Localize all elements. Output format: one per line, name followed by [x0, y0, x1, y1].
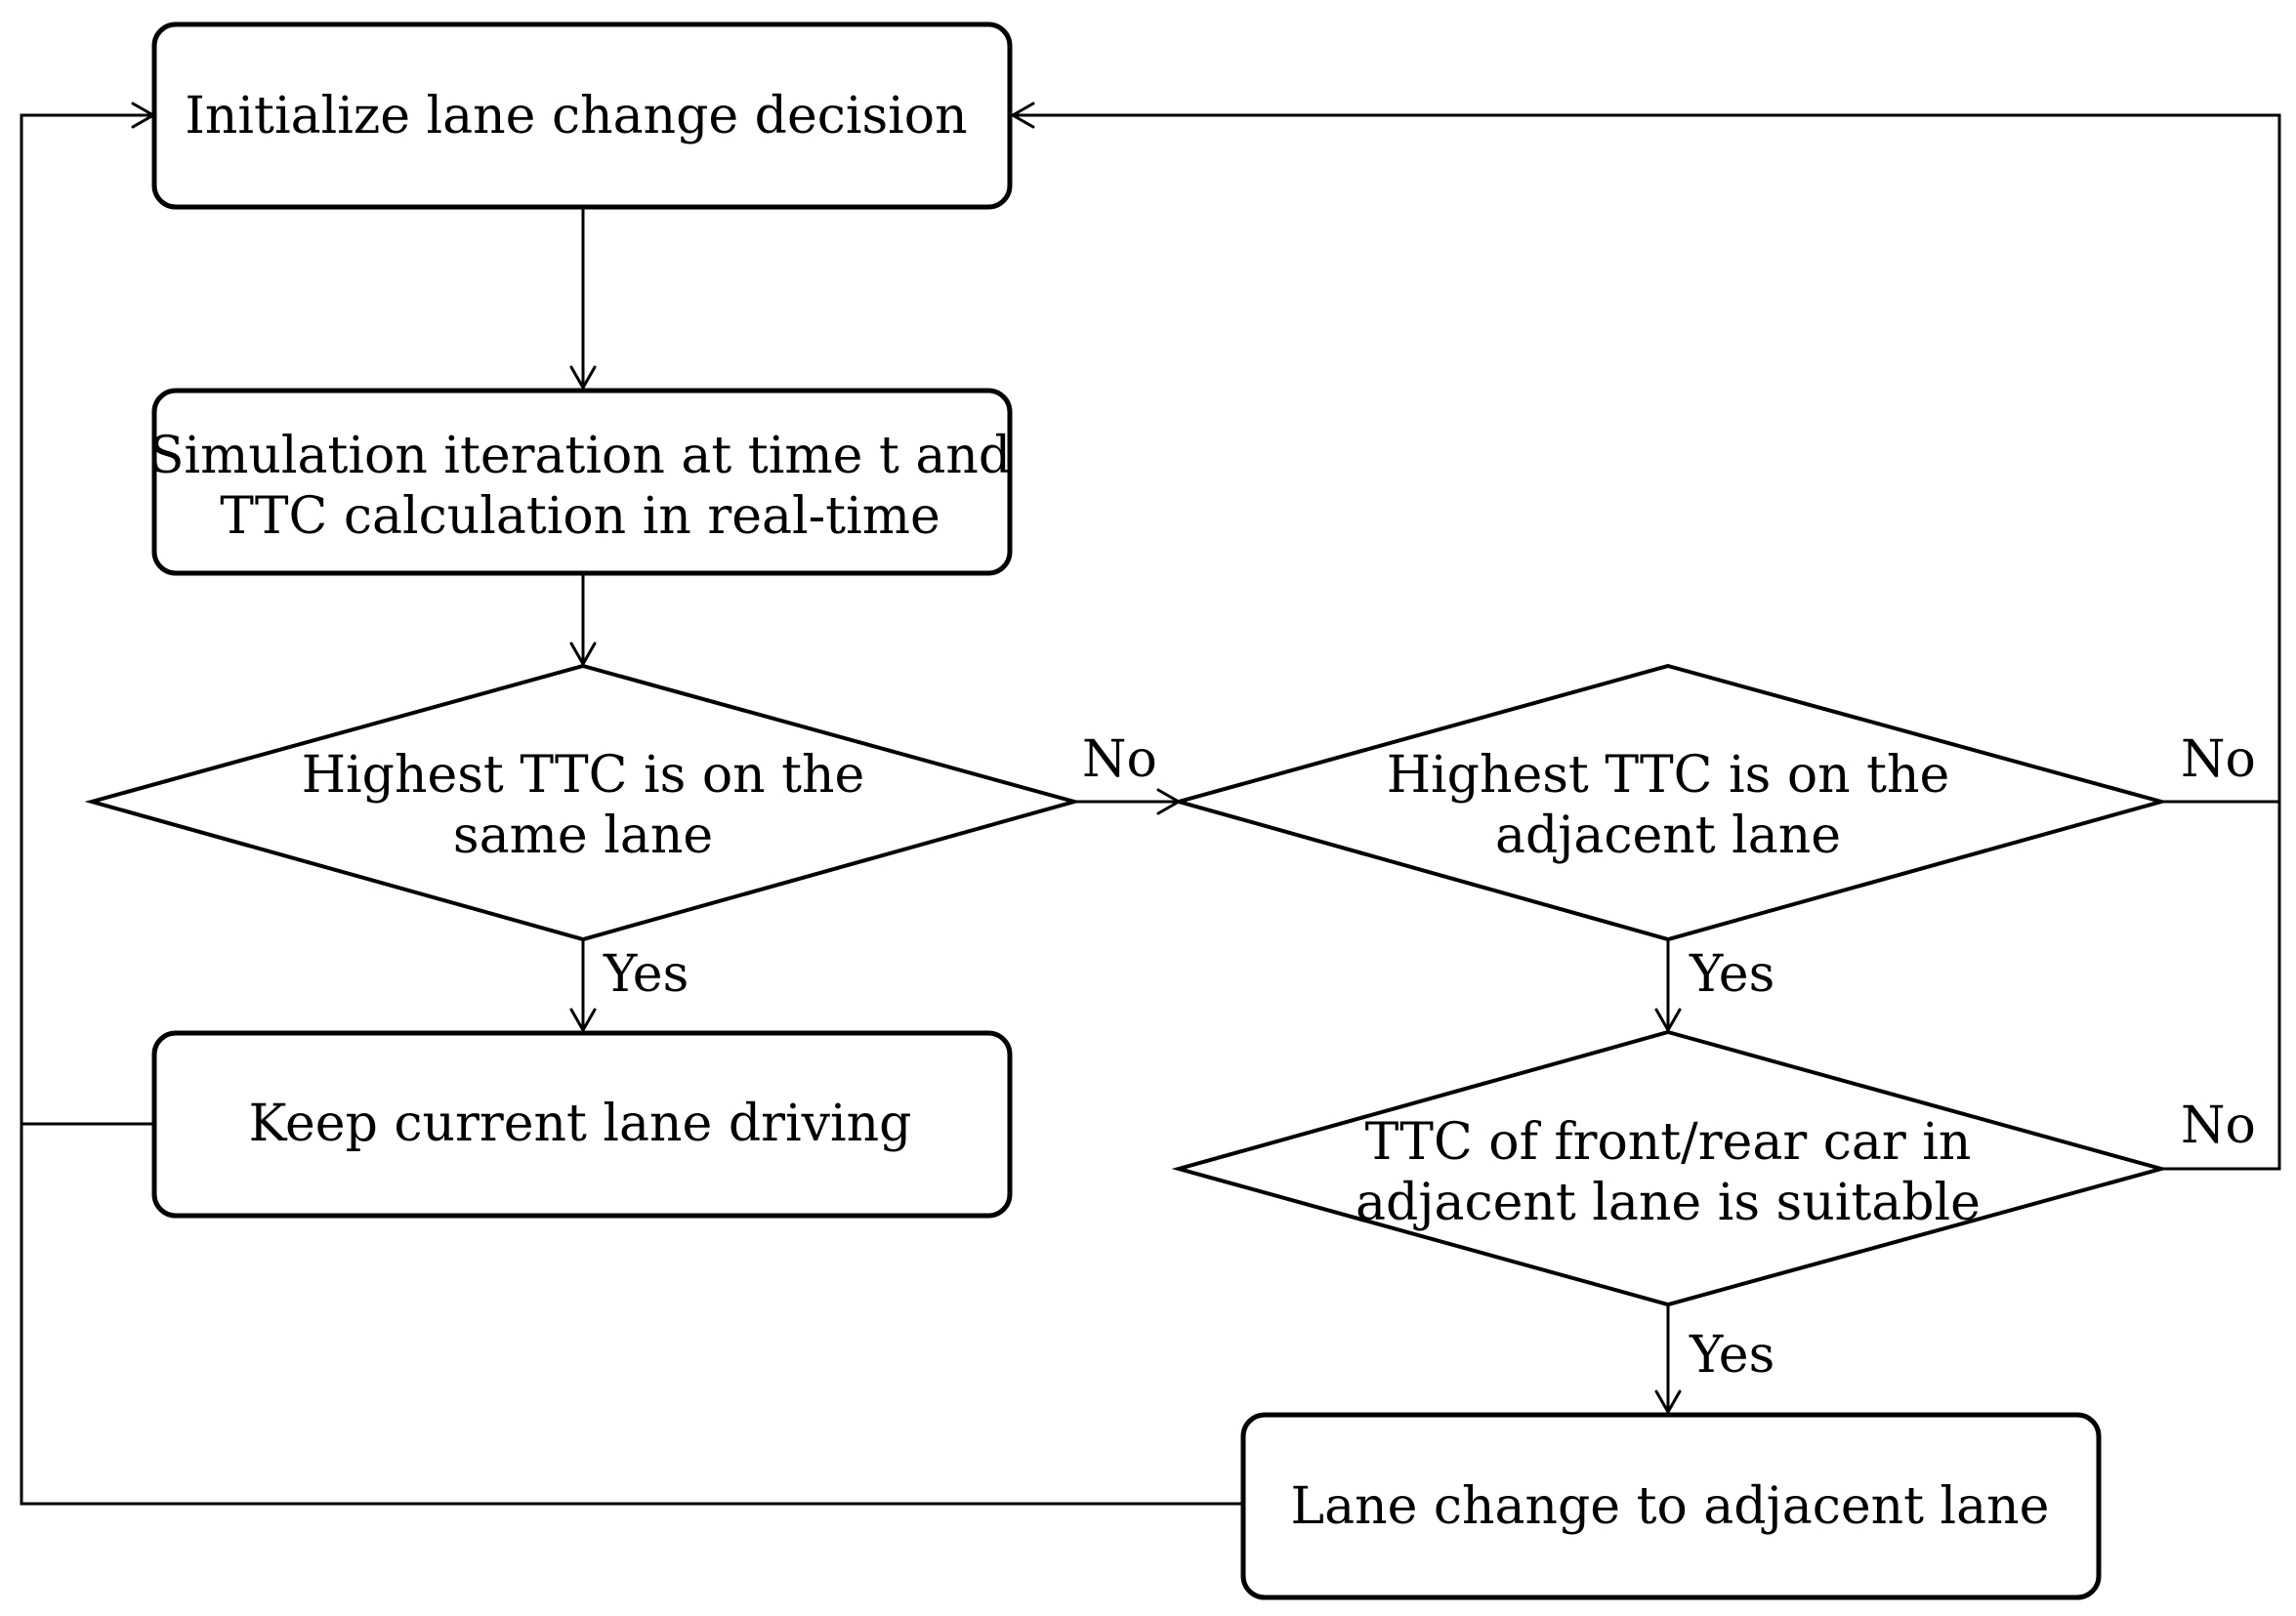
edge-keep-lane-loop — [20, 113, 153, 1126]
node-keep-lane: Keep current lane driving — [151, 1030, 1013, 1219]
ttc-suitable-no-label: No — [2181, 1097, 2256, 1155]
keep-lane-label: Keep current lane driving — [249, 1095, 912, 1153]
node-adjacent-lane-decision: Highest TTC is on the adjacent lane — [1171, 663, 2169, 942]
edge-lane-change-loop — [20, 1124, 1242, 1506]
arrowhead-return-to-init-right — [1011, 102, 1035, 129]
same-lane-label-line1: Highest TTC is on the — [302, 746, 865, 805]
init-box — [151, 21, 1013, 210]
adjacent-lane-label-line2: adjacent lane — [1495, 807, 1841, 865]
edge-adjacent-no-loop — [1013, 113, 2281, 804]
edge-labels: No Yes No Yes No Yes — [603, 730, 2256, 1385]
simulation-label-line1: Simulation iteration at time t and — [149, 427, 1011, 485]
init-label: Initialize lane change decision — [185, 87, 967, 145]
connectors — [20, 102, 2281, 1506]
ttc-suitable-label-line1: TTC of front/rear car in — [1365, 1113, 1972, 1172]
node-init: Initialize lane change decision — [151, 21, 1013, 210]
lane-change-box — [1240, 1412, 2102, 1600]
node-ttc-suitable-decision: TTC of front/rear car in adjacent lane i… — [1171, 1029, 2169, 1307]
ttc-suitable-label-line2: adjacent lane is suitable — [1356, 1174, 1981, 1232]
ttc-suitable-diamond — [1171, 1029, 2169, 1307]
same-lane-label-line2: same lane — [453, 807, 713, 865]
arrowhead-init-to-simulation — [569, 365, 597, 390]
adjacent-lane-diamond — [1171, 663, 2169, 942]
adjacent-lane-label-line1: Highest TTC is on the — [1387, 746, 1950, 805]
adjacent-lane-yes-label: Yes — [1689, 945, 1774, 1004]
keep-lane-box — [151, 1030, 1013, 1219]
ttc-suitable-yes-label: Yes — [1689, 1326, 1774, 1385]
node-same-lane-decision: Highest TTC is on the same lane — [84, 663, 1082, 942]
simulation-box — [151, 388, 1013, 576]
lane-change-label: Lane change to adjacent lane — [1291, 1477, 2050, 1536]
arrowhead-suitable-yes — [1654, 1389, 1682, 1414]
same-lane-diamond — [84, 663, 1082, 942]
edge-suitable-no-loop — [2161, 802, 2281, 1171]
node-simulation: Simulation iteration at time t and TTC c… — [149, 388, 1013, 576]
node-lane-change: Lane change to adjacent lane — [1240, 1412, 2102, 1600]
simulation-label-line2: TTC calculation in real-time — [220, 487, 940, 546]
arrowhead-same-lane-yes — [569, 1008, 597, 1032]
same-lane-no-label: No — [1082, 730, 1157, 789]
adjacent-lane-no-label: No — [2181, 730, 2256, 789]
same-lane-yes-label: Yes — [603, 945, 689, 1004]
